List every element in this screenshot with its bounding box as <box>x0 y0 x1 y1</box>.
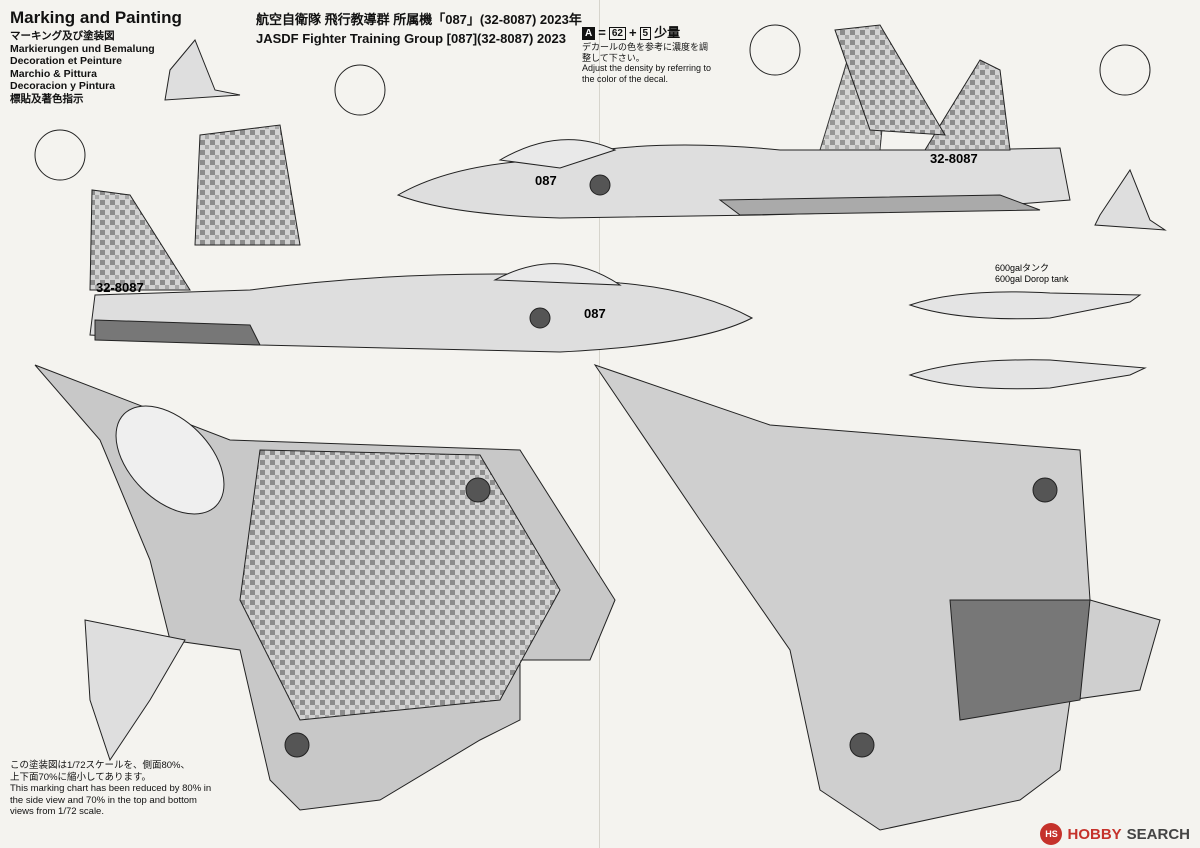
title-translation: Decoracion y Pintura <box>10 80 116 92</box>
title-translation: Decoration et Peinture <box>10 55 123 67</box>
watermark-logo-icon: HS <box>1040 823 1063 845</box>
legend-letter: A <box>582 27 596 40</box>
legend-plus: + <box>628 25 637 41</box>
legend-color-b: 5 <box>639 27 652 40</box>
title-block: Marking and Painting マーキング及び塗装図 Markieru… <box>10 8 230 105</box>
nose-number-upper: 087 <box>535 173 557 188</box>
scale-note: この塗装図は1/72スケールを、側面80%、 上下面70%に縮小してあります。 … <box>10 760 215 818</box>
heading-en: JASDF Fighter Training Group [087](32-80… <box>256 31 566 46</box>
drop-tanks <box>908 291 1147 390</box>
legend-color-a: 62 <box>608 27 626 40</box>
tail-serial-upper: 32-8087 <box>930 151 978 166</box>
title-translation: Markierungen und Bemalung <box>10 42 155 55</box>
watermark-hobby: HOBBY <box>1067 825 1122 843</box>
tail-serial-lower: 32-8087 <box>96 280 144 295</box>
legend-note-jp: デカールの色を参考に濃度を調整して下さい。 <box>582 42 709 63</box>
scale-note-en: This marking chart has been reduced by 8… <box>10 783 212 817</box>
aircraft-heading: 航空自衛隊 飛行教導群 所属機「087」(32-8087) 2023年 JASD… <box>256 10 582 48</box>
scale-note-jp: 上下面70%に縮小してあります。 <box>10 771 151 783</box>
bottom-view <box>593 364 1161 831</box>
page-spine <box>599 0 600 848</box>
legend-equals: = <box>598 25 606 41</box>
legend-note-en: Adjust the density by referring to the c… <box>582 63 712 84</box>
heading-jp: 航空自衛隊 飛行教導群 所属機「087」(32-8087) 2023年 <box>256 12 582 27</box>
side-view-upper <box>396 34 1071 219</box>
legend-formula: A = 62 + 5 少量 <box>582 27 716 40</box>
nose-number-lower: 087 <box>584 306 606 321</box>
title-translation: Marchio & Pittura <box>10 67 97 80</box>
page-title: Marking and Painting <box>10 8 182 27</box>
legend-amount: 少量 <box>654 25 681 41</box>
color-legend: A = 62 + 5 少量 デカールの色を参考に濃度を調整して下さい。 Adju… <box>582 27 716 84</box>
tank-label-en: 600gal Dorop tank <box>995 274 1069 284</box>
title-translation: 標貼及著色指示 <box>10 92 84 105</box>
scale-note-jp: この塗装図は1/72スケールを、側面80%、 <box>10 760 191 771</box>
top-view <box>34 364 616 811</box>
watermark-search: SEARCH <box>1126 825 1190 843</box>
title-translation: マーキング及び塗装図 <box>10 30 115 42</box>
side-view-lower <box>89 189 754 353</box>
watermark: HS HOBBY SEARCH <box>1040 823 1190 845</box>
tail-detail-views <box>34 24 1167 246</box>
tank-label-jp: 600galタンク <box>995 263 1049 273</box>
